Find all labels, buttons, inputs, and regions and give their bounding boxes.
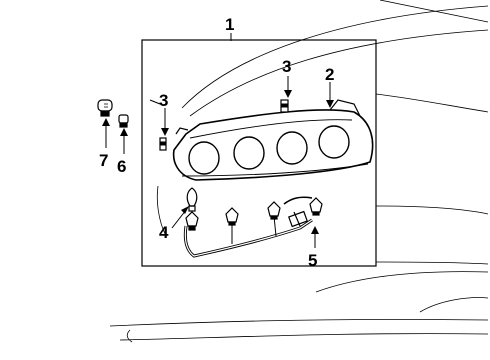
car-body-outline (109, 0, 489, 343)
callout-2: 2 (325, 65, 334, 84)
lamp-lens-4 (318, 125, 350, 159)
lamp-lens-3 (276, 131, 308, 165)
leader-lines (105, 33, 331, 248)
lamp-lens-2 (233, 136, 265, 170)
lamp-lens-1 (188, 141, 220, 175)
bulb-icon (186, 187, 198, 212)
small-bulb-icon (118, 114, 129, 128)
wiring-harness (183, 196, 313, 258)
large-bulb-icon (97, 99, 113, 117)
assembly-frame (141, 39, 377, 267)
socket-2-icon (225, 207, 239, 226)
callout-6: 6 (117, 157, 126, 176)
callout-1: 1 (225, 15, 234, 34)
callout-7: 7 (99, 151, 108, 170)
clip-left-icon (159, 137, 167, 151)
socket-1-icon (185, 211, 199, 231)
callout-4: 4 (159, 223, 169, 242)
callout-3-upper: 3 (282, 57, 291, 76)
clip-upper-icon (280, 99, 289, 113)
tail-lamp-housing (172, 99, 374, 181)
callout-5: 5 (308, 251, 317, 270)
callout-3-left: 3 (159, 91, 168, 110)
arrowheads (102, 90, 334, 234)
socket-4-icon (309, 197, 323, 216)
connector-icon (288, 210, 308, 228)
socket-3-icon (267, 201, 281, 220)
